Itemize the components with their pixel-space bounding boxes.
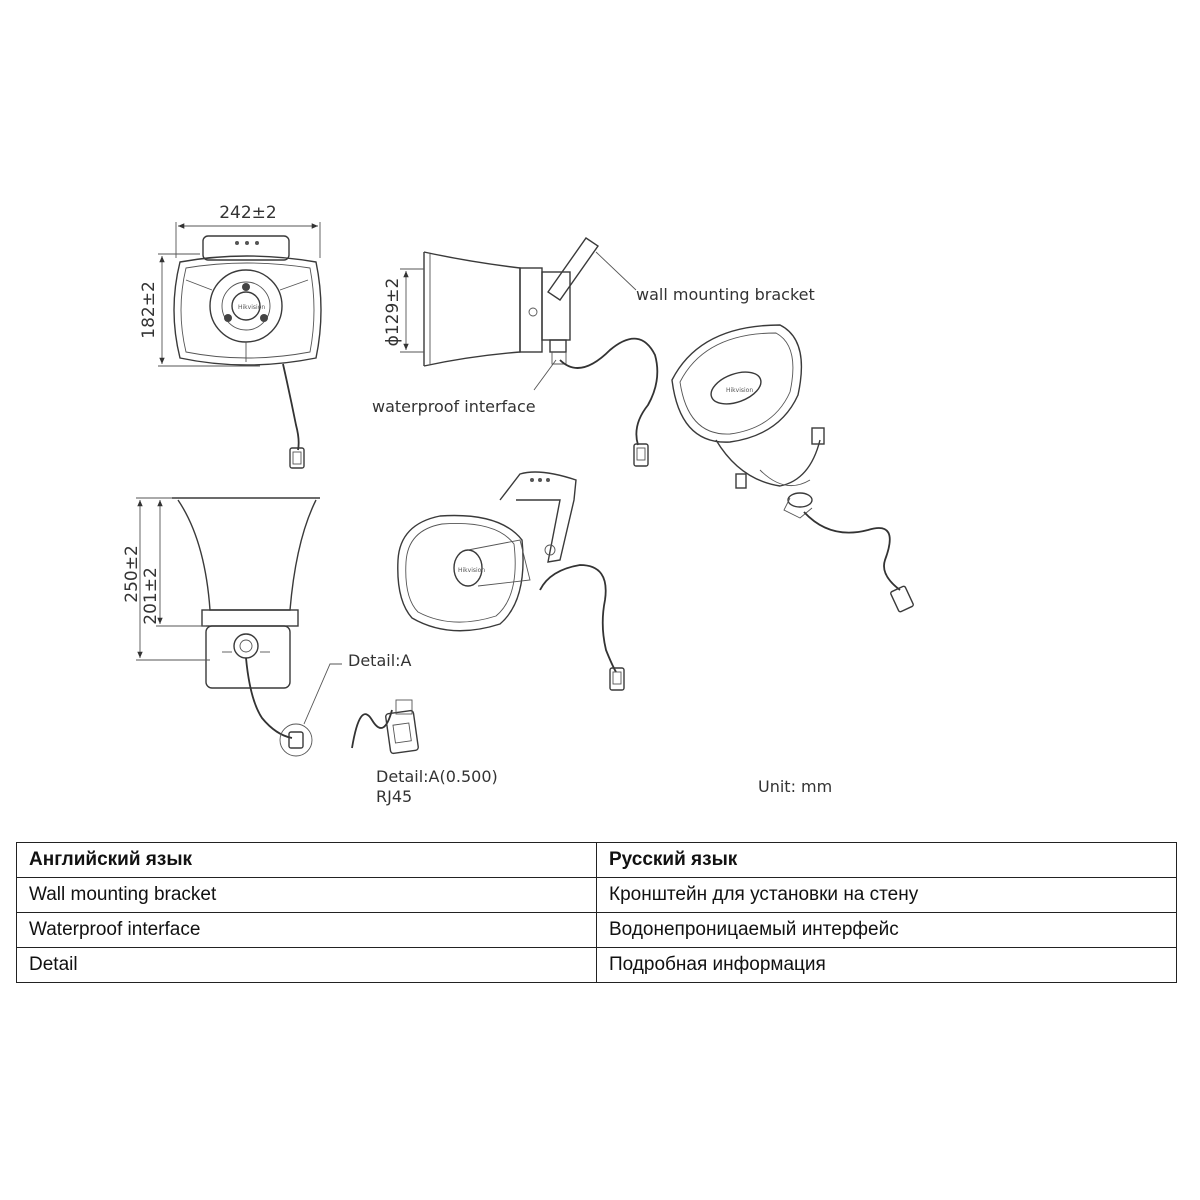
svg-text:Hikvision: Hikvision — [458, 567, 485, 574]
diameter-dimension: ϕ129±2 — [383, 278, 403, 347]
table-row: Wall mounting bracket Кронштейн для уста… — [16, 877, 1177, 913]
detail-a-illustration: Detail:A(0.500) RJ45 — [351, 699, 498, 806]
bottom-view: 250±2 201±2 Detail:A — [122, 497, 412, 757]
width-dimension: 242±2 — [219, 203, 277, 223]
row-english: Wall mounting bracket — [16, 877, 597, 913]
table-row: Detail Подробная информация — [16, 947, 1177, 983]
rj45-label: RJ45 — [376, 787, 412, 806]
detail-callout-label: Detail:A — [348, 651, 412, 670]
isometric-view-middle: Hikvision — [397, 471, 625, 691]
row-russian: Водонепроницаемый интерфейс — [596, 912, 1177, 948]
table-row: Waterproof interface Водонепроницаемый и… — [16, 912, 1177, 948]
inner-height-dimension: 201±2 — [141, 567, 161, 625]
technical-drawing: Hikvision 242±2 182±2 — [122, 203, 914, 806]
wall-mounting-bracket-label: wall mounting bracket — [636, 285, 815, 304]
height-dimension: 182±2 — [139, 281, 159, 339]
detail-a-title: Detail:A(0.500) — [376, 767, 498, 786]
header-english: Английский язык — [16, 842, 597, 878]
total-height-dimension: 250±2 — [122, 545, 142, 603]
row-english: Waterproof interface — [16, 912, 597, 948]
svg-text:Hikvision: Hikvision — [238, 304, 265, 311]
isometric-view-right: Hikvision — [671, 324, 914, 613]
row-russian: Подробная информация — [596, 947, 1177, 983]
waterproof-interface-label: waterproof interface — [372, 397, 536, 416]
header-russian: Русский язык — [596, 842, 1177, 878]
row-english: Detail — [16, 947, 597, 983]
table-header-row: Английский язык Русский язык — [16, 842, 1177, 878]
svg-text:Hikvision: Hikvision — [726, 387, 753, 394]
unit-label: Unit: mm — [758, 777, 832, 796]
front-view: Hikvision 242±2 182±2 — [139, 203, 322, 469]
row-russian: Кронштейн для установки на стену — [596, 877, 1177, 913]
side-view: ϕ129±2 wall mounting bracket waterproof … — [372, 237, 815, 467]
translation-table: Английский язык Русский язык Wall mounti… — [16, 842, 1177, 983]
